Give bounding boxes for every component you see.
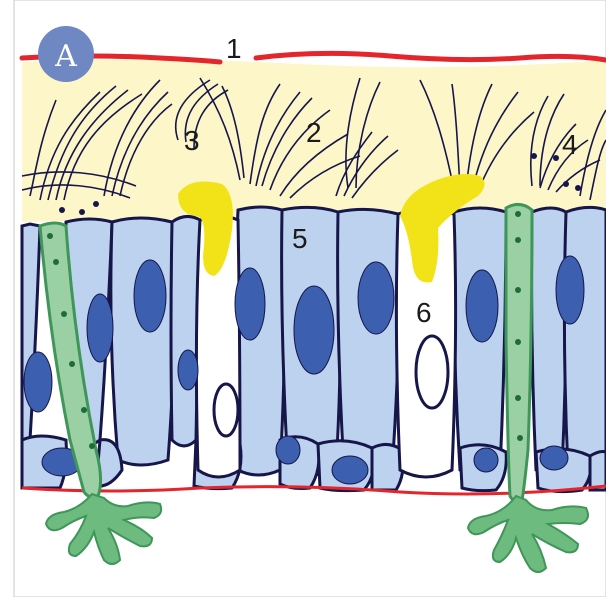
label-4: 4 — [562, 129, 578, 160]
panel-letter: A — [54, 39, 77, 74]
label-5: 5 — [292, 223, 308, 254]
label-3: 3 — [184, 125, 200, 156]
label-2: 2 — [306, 117, 322, 148]
label-1: 1 — [226, 33, 242, 64]
letter-badge: A — [38, 26, 94, 82]
label-6: 6 — [416, 297, 432, 328]
